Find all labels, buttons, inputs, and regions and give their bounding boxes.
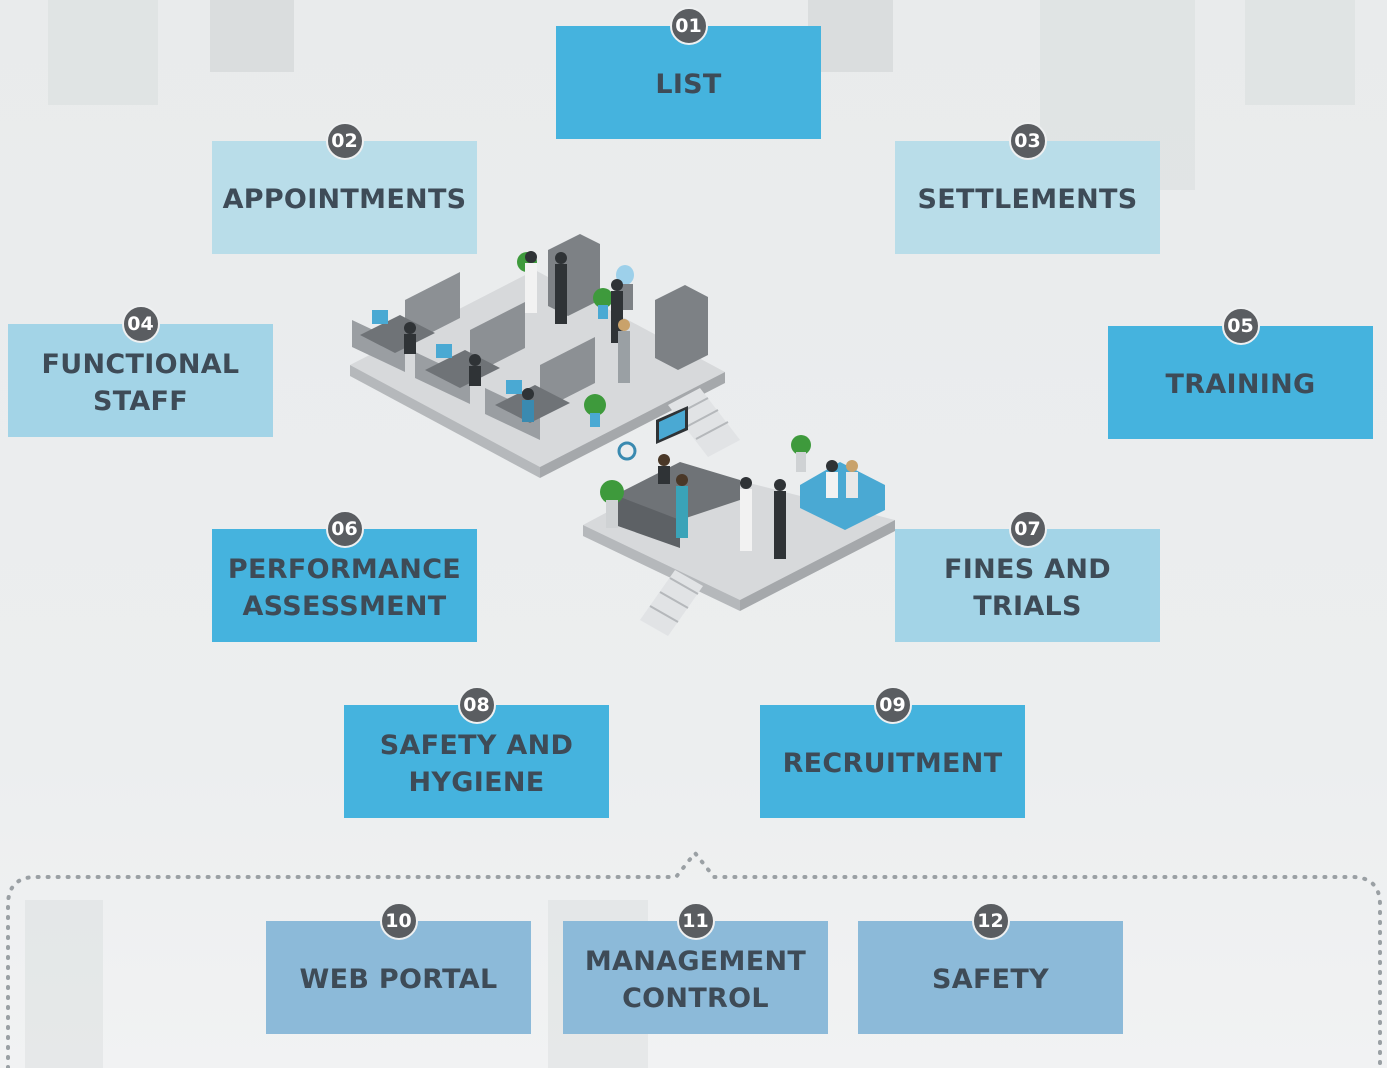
tile-number-badge: 07	[1008, 510, 1047, 548]
background-tile	[25, 900, 103, 1068]
tile-label: APPOINTMENTS	[222, 184, 467, 215]
background-tile	[48, 0, 158, 105]
tile-label: PERFORMANCE ASSESSMENT	[227, 553, 462, 622]
tile-number-badge: 11	[676, 902, 715, 940]
tile-number-badge: 04	[121, 305, 160, 343]
tile-safety[interactable]: 12 SAFETY	[858, 902, 1123, 1034]
tile-number-badge: 09	[873, 686, 912, 724]
tile-management-control[interactable]: 11 MANAGEMENT CONTROL	[563, 902, 828, 1034]
upper-office-floor	[350, 234, 740, 478]
tile-label: WEB PORTAL	[299, 964, 498, 995]
tile-recruitment[interactable]: 09 RECRUITMENT	[760, 686, 1025, 818]
tile-safety-and-hygiene[interactable]: 08 SAFETY AND HYGIENE	[344, 686, 609, 818]
tile-number-badge: 03	[1008, 122, 1047, 160]
tile-number-badge: 02	[325, 122, 364, 160]
tile-label: SAFETY AND HYGIENE	[379, 729, 574, 798]
tile-label: FINES AND TRIALS	[944, 553, 1111, 622]
tile-number-badge: 08	[457, 686, 496, 724]
background-tile	[808, 0, 893, 72]
tile-list[interactable]: 01 LIST	[556, 7, 821, 139]
background-tile	[1245, 0, 1355, 105]
tile-settlements[interactable]: 03 SETTLEMENTS	[895, 122, 1160, 254]
tile-web-portal[interactable]: 10 WEB PORTAL	[266, 902, 531, 1034]
tile-number-badge: 01	[669, 7, 708, 45]
tile-functional-staff[interactable]: 04 FUNCTIONAL STAFF	[8, 305, 273, 437]
background-tile	[210, 0, 294, 72]
tile-number-badge: 06	[325, 510, 364, 548]
tile-label: FUNCTIONAL STAFF	[41, 348, 240, 417]
lower-lobby-floor	[583, 406, 895, 636]
tile-label: MANAGEMENT CONTROL	[584, 945, 807, 1014]
tile-number-badge: 10	[379, 902, 418, 940]
tile-label: LIST	[655, 69, 722, 100]
tile-label: SETTLEMENTS	[917, 184, 1138, 215]
tile-training[interactable]: 05 TRAINING	[1108, 307, 1373, 439]
tile-performance-assessment[interactable]: 06 PERFORMANCE ASSESSMENT	[212, 510, 477, 642]
tile-number-badge: 12	[971, 902, 1010, 940]
tile-label: TRAINING	[1165, 369, 1316, 400]
tile-fines-and-trials[interactable]: 07 FINES AND TRIALS	[895, 510, 1160, 642]
tile-number-badge: 05	[1221, 307, 1260, 345]
tile-label: SAFETY	[932, 964, 1049, 995]
tile-appointments[interactable]: 02 APPOINTMENTS	[212, 122, 477, 254]
tile-label: RECRUITMENT	[782, 748, 1003, 779]
